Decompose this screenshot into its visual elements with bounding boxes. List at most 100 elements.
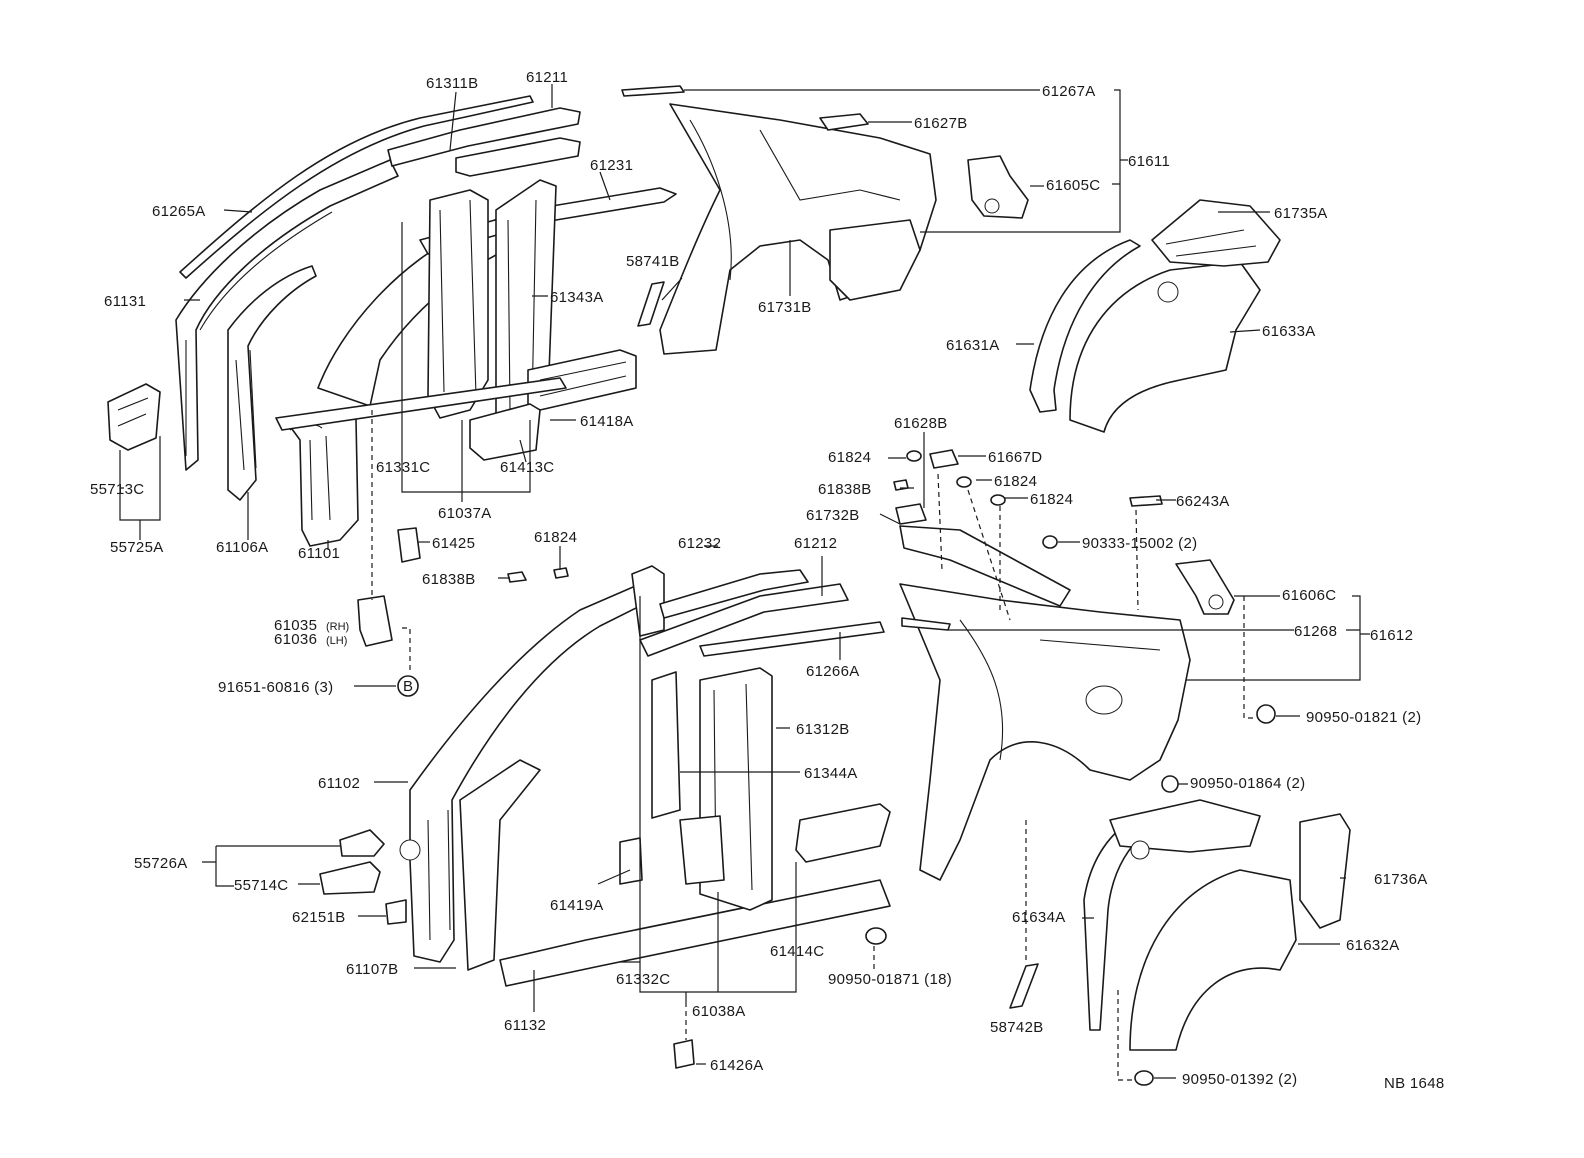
part-61736A-extension — [1299, 813, 1351, 929]
part-61232-pillar — [631, 565, 665, 637]
label-61633A: 61633A — [1262, 323, 1316, 340]
label-61343A: 61343A — [550, 289, 604, 306]
label-61037A: 61037A — [438, 505, 492, 522]
label-61667D: 61667D — [988, 449, 1042, 466]
label-61131: 61131 — [104, 293, 146, 310]
part-61731B-wheelhouse — [829, 219, 921, 301]
label-61212: 61212 — [794, 535, 837, 552]
part-90333-plug — [1042, 535, 1058, 549]
label-61035: 61035 — [274, 617, 317, 634]
label-61838B-a: 61838B — [818, 481, 872, 498]
label-61332C: 61332C — [616, 971, 670, 988]
label-61035-rh: (RH) — [326, 621, 349, 633]
label-91651-60816: 91651-60816 (3) — [218, 679, 333, 696]
label-61606C: 61606C — [1282, 587, 1336, 604]
label-61101: 61101 — [298, 545, 340, 562]
part-55726A-bracket — [339, 829, 385, 857]
callout-b-letter: B — [403, 678, 413, 695]
part-58742B-pad — [1009, 963, 1039, 1009]
part-61732B-panel — [899, 525, 1071, 607]
part-61267A-strip — [621, 85, 685, 97]
body-side-outer-group — [319, 565, 891, 1069]
part-61101-hinge-pillar — [283, 409, 359, 547]
part-61132-rocker — [499, 879, 891, 987]
label-61425: 61425 — [432, 535, 475, 552]
part-61102-body-side — [409, 583, 661, 963]
part-61425-clip — [397, 527, 421, 563]
label-61634A: 61634A — [1012, 909, 1066, 926]
label-61265A: 61265A — [152, 203, 206, 220]
label-61231: 61231 — [590, 157, 633, 174]
label-55714C: 55714C — [234, 877, 288, 894]
figure-code: NB 1648 — [1384, 1075, 1444, 1092]
part-61824-plug-c — [990, 494, 1006, 506]
part-61131-pillar — [175, 159, 399, 471]
label-58742B: 58742B — [990, 1019, 1044, 1036]
part-61838B-pad — [507, 571, 527, 583]
part-61107B-pillar — [459, 759, 541, 971]
part-61311B-roof-rail — [387, 107, 581, 167]
part-61605C-bracket — [967, 155, 1029, 219]
label-61419A: 61419A — [550, 897, 604, 914]
part-55713C-bracket — [107, 383, 161, 451]
callout-labels: 61311B 61211 61267A 61627B 61611 61605C … — [90, 69, 1444, 1092]
label-61413C: 61413C — [500, 459, 554, 476]
part-61266A-strip — [699, 621, 885, 657]
part-90950-01864-plug — [1161, 775, 1179, 793]
label-90950-01864: 90950-01864 (2) — [1190, 775, 1305, 792]
part-66243A-pad — [1129, 495, 1163, 507]
part-61824-plug-b — [956, 476, 972, 488]
part-61413C-bracket — [469, 403, 541, 461]
label-61132: 61132 — [504, 1017, 546, 1034]
part-90950-01392-plug — [1134, 1070, 1154, 1086]
label-61344A: 61344A — [804, 765, 858, 782]
part-wheelhouse-top — [1109, 799, 1261, 853]
part-90950-01821-plug — [1256, 704, 1276, 724]
label-62151B: 62151B — [292, 909, 346, 926]
label-61824-b: 61824 — [994, 473, 1037, 490]
label-66243A: 66243A — [1176, 493, 1230, 510]
label-61824-c: 61824 — [1030, 491, 1073, 508]
part-61824-pad — [553, 567, 569, 579]
label-61331C: 61331C — [376, 459, 430, 476]
label-90950-01392: 90950-01392 (2) — [1182, 1071, 1297, 1088]
part-58741B-pad — [637, 281, 665, 327]
label-61268: 61268 — [1294, 623, 1337, 640]
leader-lines — [119, 84, 1370, 1081]
part-61627B-pad — [819, 113, 869, 131]
part-61232-rail — [659, 569, 809, 619]
label-61731B: 61731B — [758, 299, 812, 316]
label-61627B: 61627B — [914, 115, 968, 132]
label-61312B: 61312B — [796, 721, 850, 738]
label-61102: 61102 — [318, 775, 360, 792]
part-61343A-center-pillar — [427, 189, 489, 419]
wheelhouse-lower-group — [1009, 799, 1351, 1086]
part-61632A-wheelhouse-inner — [1129, 869, 1297, 1051]
label-61732B: 61732B — [806, 507, 860, 524]
label-61605C: 61605C — [1046, 177, 1100, 194]
quarter-lower-group — [893, 449, 1276, 881]
part-61631A-wheelhouse-outer — [1029, 239, 1141, 413]
label-55713C: 55713C — [90, 481, 144, 498]
label-61631A: 61631A — [946, 337, 1000, 354]
part-61265A-strip — [179, 95, 534, 279]
label-61824-a: 61824 — [828, 449, 871, 466]
label-90333-15002: 90333-15002 (2) — [1082, 535, 1197, 552]
part-61106A-reinforcement — [227, 265, 317, 501]
wheelhouse-upper-group — [1029, 199, 1281, 433]
label-61736A: 61736A — [1374, 871, 1428, 888]
label-61838B-b: 61838B — [422, 571, 476, 588]
label-55725A: 55725A — [110, 539, 164, 556]
front-pillar-group — [107, 95, 677, 647]
label-61211: 61211 — [526, 69, 568, 86]
label-58741B: 58741B — [626, 253, 680, 270]
label-61612: 61612 — [1370, 627, 1413, 644]
part-90950-01871-plug — [865, 927, 887, 945]
part-sill-upper — [275, 377, 567, 431]
label-61038A: 61038A — [692, 1003, 746, 1020]
label-61107B: 61107B — [346, 961, 398, 978]
label-61036: 61036 — [274, 631, 317, 648]
part-61606C-bracket — [1175, 559, 1235, 615]
part-61735A-extension — [1151, 199, 1281, 267]
part-61414C-bracket — [795, 803, 891, 863]
